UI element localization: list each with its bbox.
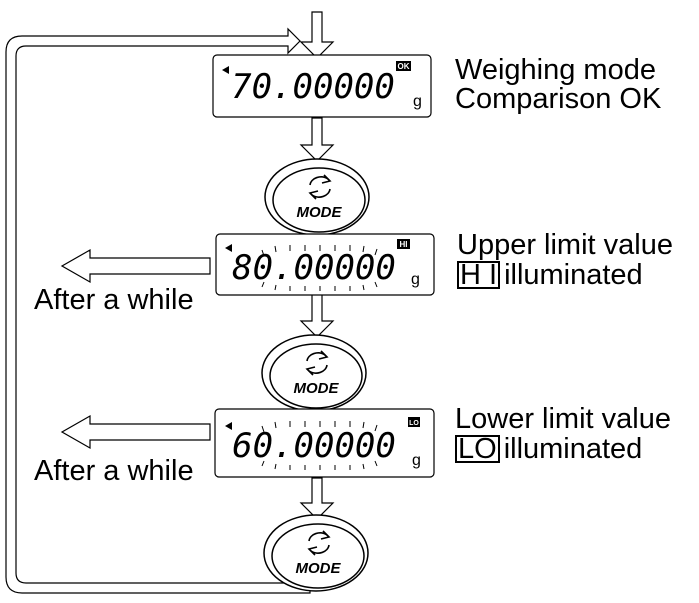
display-indicator: LO xyxy=(409,420,419,427)
left-arrow-icon xyxy=(60,248,211,450)
display-indicator: HI xyxy=(400,240,408,249)
display-unit: g xyxy=(413,93,422,110)
display-indicator: OK xyxy=(398,62,410,71)
mode-button[interactable]: MODE xyxy=(261,334,367,412)
display-upper-limit: HI 80.00000 g xyxy=(215,233,435,296)
comparison-ok-label: Comparison OK xyxy=(455,83,662,115)
upper-limit-label: Upper limit value xyxy=(457,229,673,261)
svg-text:MODE: MODE xyxy=(296,560,342,577)
mode-button[interactable]: MODE xyxy=(263,514,369,592)
display-reading: 80.00000 xyxy=(232,248,396,288)
down-arrow-icon xyxy=(299,11,335,520)
display-weighing: OK 70.00000 g xyxy=(212,54,432,118)
lower-limit-label: Lower limit value xyxy=(455,403,671,435)
mode-button[interactable]: MODE xyxy=(264,158,370,236)
display-lower-limit: LO 60.00000 g xyxy=(214,408,435,478)
display-reading: 70.00000 xyxy=(231,67,395,107)
stable-mark-icon xyxy=(225,422,232,430)
stable-mark-icon xyxy=(225,244,232,252)
display-reading: 60.00000 xyxy=(232,426,396,466)
display-unit: g xyxy=(411,271,420,288)
hi-indicator-box: H I xyxy=(457,261,501,290)
after-a-while-label: After a while xyxy=(34,284,194,316)
svg-text:MODE: MODE xyxy=(294,380,340,397)
weighing-mode-label: Weighing mode xyxy=(455,54,656,86)
stable-mark-icon xyxy=(222,66,229,74)
return-loop-outer xyxy=(5,27,311,594)
display-unit: g xyxy=(412,452,421,469)
svg-text:MODE: MODE xyxy=(297,204,343,221)
after-a-while-label: After a while xyxy=(34,455,194,487)
lo-indicator-box: LO xyxy=(455,435,500,464)
